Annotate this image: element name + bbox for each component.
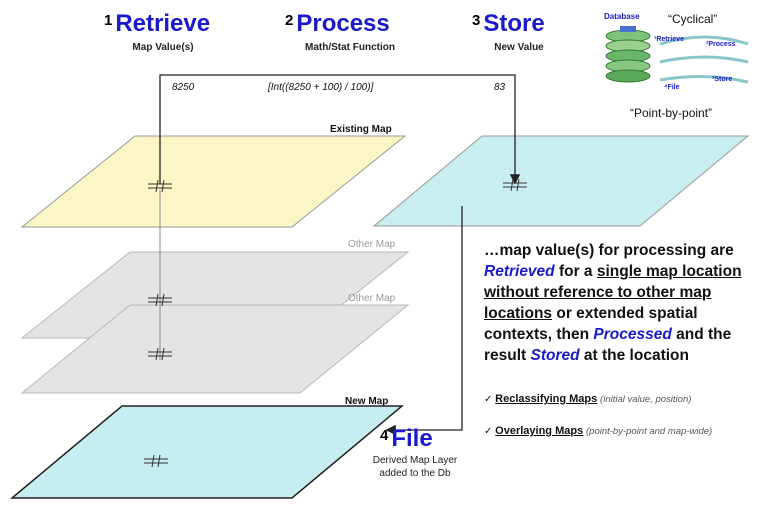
file-arrow <box>385 206 463 436</box>
inset-file-label: ⁴File <box>664 84 680 91</box>
location-marker-other1 <box>148 293 172 307</box>
step-file-sub2: added to the Db <box>379 468 451 479</box>
new-map-label: New Map <box>345 396 389 407</box>
store-map-plane <box>372 135 750 227</box>
step-file-sub1: Derived Map Layer <box>372 455 458 466</box>
step-retrieve-sub: Map Value(s) <box>132 42 194 53</box>
other-map-label-1: Other Map <box>348 239 396 250</box>
formula-expression: [Int((8250 + 100) / 100)] <box>268 82 374 93</box>
inset-process-label: ²Process <box>706 41 736 48</box>
step-process-sub: Math/Stat Function <box>305 42 395 53</box>
retrieve-process-store-arrow <box>159 74 521 185</box>
location-marker-other2 <box>148 347 172 361</box>
existing-map-label: Existing Map <box>330 124 392 135</box>
other-map-plane-2 <box>20 304 410 394</box>
inset-store-label: ³Store <box>712 76 733 83</box>
bullet-overlaying: ✓ Overlaying Maps (point-by-point and ma… <box>484 425 713 437</box>
other-map-label-2: Other Map <box>348 293 396 304</box>
location-marker-existing <box>148 179 172 193</box>
description-paragraph: …map value(s) for processing are Retriev… <box>484 242 742 364</box>
database-stack-icon <box>605 26 651 83</box>
inset-database-label: Database <box>604 12 640 21</box>
new-map-plane <box>9 405 405 499</box>
formula-output-value: 83 <box>494 82 506 93</box>
location-marker-new <box>144 454 168 468</box>
bullet-reclassifying: ✓ Reclassifying Maps (initial value, pos… <box>484 393 692 405</box>
inset-cyclical-label: “Cyclical” <box>668 12 718 26</box>
location-marker-store <box>503 178 527 192</box>
existing-map-plane <box>20 135 407 228</box>
cyclical-cycle-icon <box>659 35 749 84</box>
formula-input-value: 8250 <box>172 82 195 93</box>
inset-retrieve-label: ¹Retrieve <box>654 36 684 43</box>
inset-point-by-point-label: “Point-by-point” <box>630 106 713 120</box>
step-store-sub: New Value <box>494 42 544 53</box>
